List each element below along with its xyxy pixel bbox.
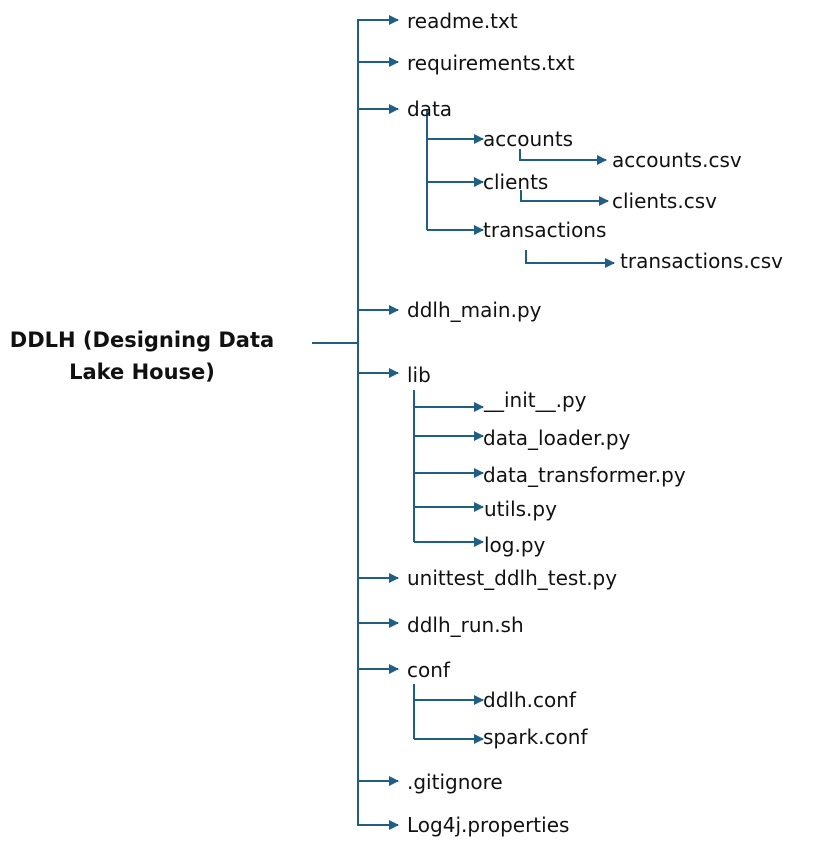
node-clients-csv: clients.csv (612, 189, 717, 213)
node-data-transformer-py: data_transformer.py (483, 463, 686, 487)
node-ddlh-main-py: ddlh_main.py (407, 298, 542, 322)
node-init-py: __init__.py (484, 388, 587, 412)
arrow-transactions-csv (525, 250, 615, 268)
node-transactions-folder: transactions (483, 218, 607, 242)
node-ddlh-run-sh: ddlh_run.sh (407, 613, 524, 637)
node-transactions-csv: transactions.csv (620, 249, 784, 273)
node-conf-folder: conf (407, 658, 450, 682)
arrow-clients-csv (520, 190, 609, 206)
node-unittest-py: unittest_ddlh_test.py (407, 566, 618, 590)
node-requirements-txt: requirements.txt (407, 51, 575, 75)
node-accounts-csv: accounts.csv (612, 148, 742, 172)
node-lib-folder: lib (407, 363, 431, 387)
node-utils-py: utils.py (484, 497, 557, 521)
node-gitignore: .gitignore (407, 770, 503, 794)
node-spark-conf: spark.conf (483, 725, 588, 749)
arrow-accounts-csv (519, 149, 607, 165)
root-node-label: DDLH (Designing Data Lake House) (9, 328, 275, 384)
node-accounts-folder: accounts (483, 127, 574, 151)
node-readme-txt: readme.txt (407, 9, 518, 33)
node-data-loader-py: data_loader.py (483, 426, 631, 450)
node-data-folder: data (407, 97, 453, 121)
node-log-py: log.py (484, 533, 546, 557)
node-clients-folder: clients (483, 170, 549, 194)
node-ddlh-conf: ddlh.conf (483, 688, 576, 712)
node-log4j-properties: Log4j.properties (407, 813, 570, 837)
